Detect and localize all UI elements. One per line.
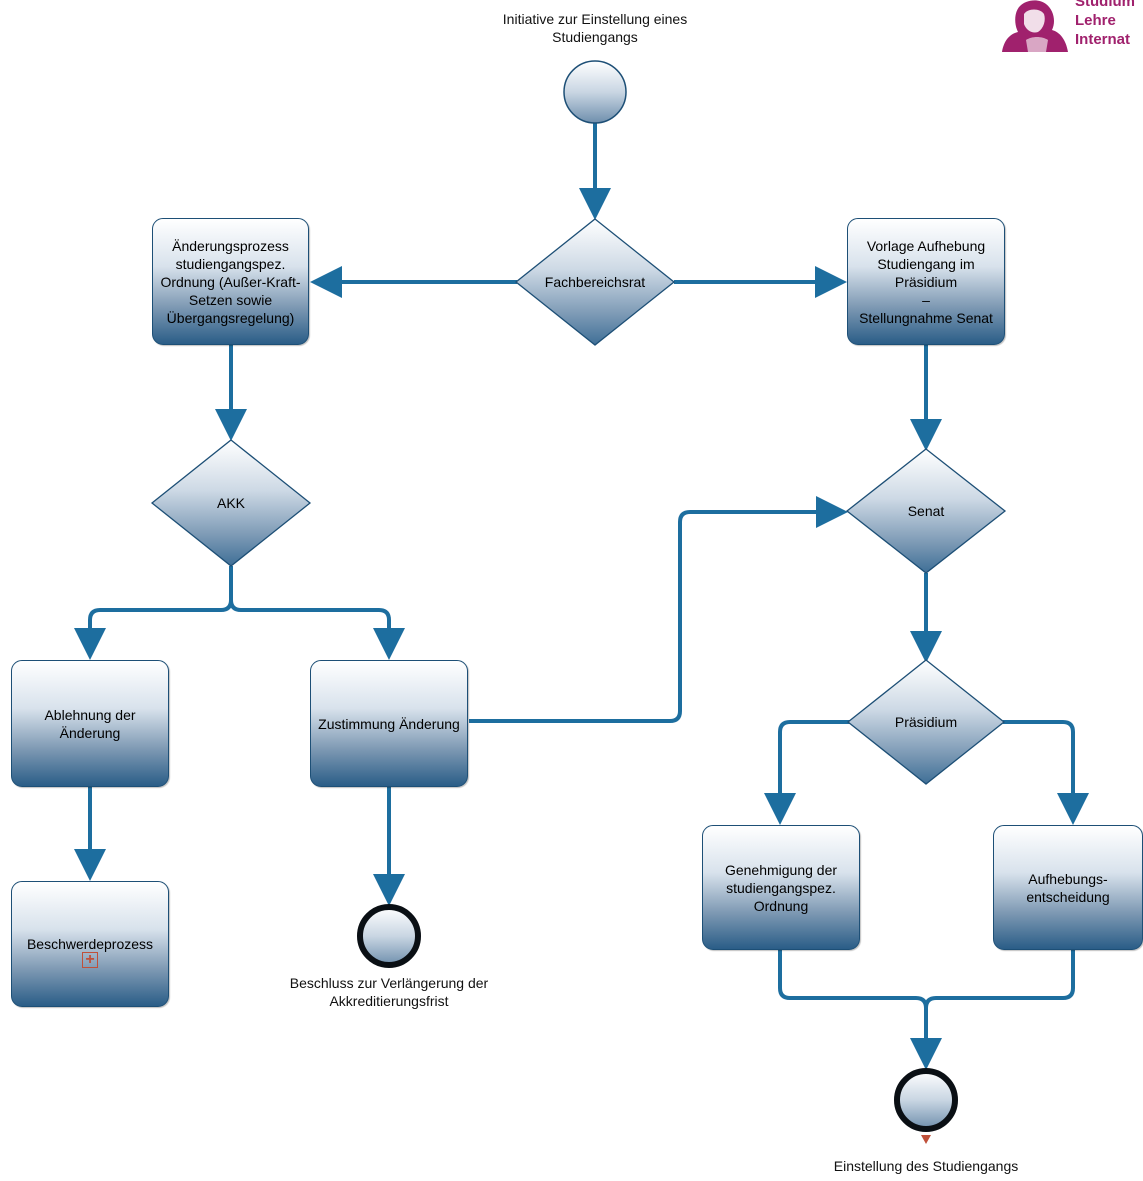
flow-praesidium-to-genehmigung — [764, 720, 850, 825]
end-event-marker — [921, 1135, 931, 1144]
task-zustimmung[interactable]: Zustimmung Änderung — [310, 660, 468, 787]
sequence-flows — [74, 122, 1089, 1070]
gateway-fachbereichsrat — [514, 218, 676, 346]
logo-text: Studium Lehre Internat — [1075, 0, 1135, 48]
flow-praesidium-to-aufhebung — [1003, 720, 1089, 825]
gateway-label-praesidium: Präsidium — [894, 714, 958, 730]
task-aenderungsprozess[interactable]: Änderungsprozess studiengangspez. Ordnun… — [152, 218, 309, 345]
end-event-einstellung — [894, 1068, 958, 1132]
flow-aufhebung-merge — [924, 950, 1075, 1009]
university-logo: Studium Lehre Internat — [996, 0, 1143, 52]
flow-zustimmung-to-senat — [469, 496, 848, 723]
flow-akk-to-zustimmung — [229, 599, 405, 660]
gateway-label-senat: Senat — [907, 503, 945, 519]
flow-akk-split — [74, 566, 233, 660]
gateway-label-akk: AKK — [216, 495, 245, 511]
portrait-logo-icon — [1002, 0, 1068, 52]
gateway-akk — [150, 439, 312, 567]
gateway-senat — [845, 448, 1007, 574]
gateway-praesidium — [846, 659, 1006, 785]
end-event-verlaengerung — [357, 904, 421, 968]
task-ablehnung[interactable]: Ablehnung der Änderung — [11, 660, 169, 787]
flow-genehmigung-merge — [778, 950, 942, 1070]
task-beschwerdeprozess-label: Beschwerdeprozess — [26, 936, 154, 952]
gateway-label-fachbereichsrat: Fachbereichsrat — [544, 274, 646, 290]
task-vorlage-aufhebung[interactable]: Vorlage Aufhebung Studiengang im Präsidi… — [847, 218, 1005, 345]
end-event-label-einstellung: Einstellung des Studiengangs — [833, 1158, 1019, 1174]
subprocess-expand-icon[interactable]: + — [82, 952, 98, 968]
end-event-label-verlaengerung: Beschluss zur Verlängerung der Akkrediti… — [289, 975, 489, 1009]
start-event-label: Initiative zur Einstellung eines Studien… — [502, 11, 688, 45]
task-beschwerdeprozess[interactable]: Beschwerdeprozess — [11, 881, 169, 1007]
start-event — [563, 60, 627, 124]
task-aufhebungsentscheidung[interactable]: Aufhebungs- entscheidung — [993, 825, 1143, 950]
task-genehmigung[interactable]: Genehmigung der studiengangspez. Ordnung — [702, 825, 860, 950]
